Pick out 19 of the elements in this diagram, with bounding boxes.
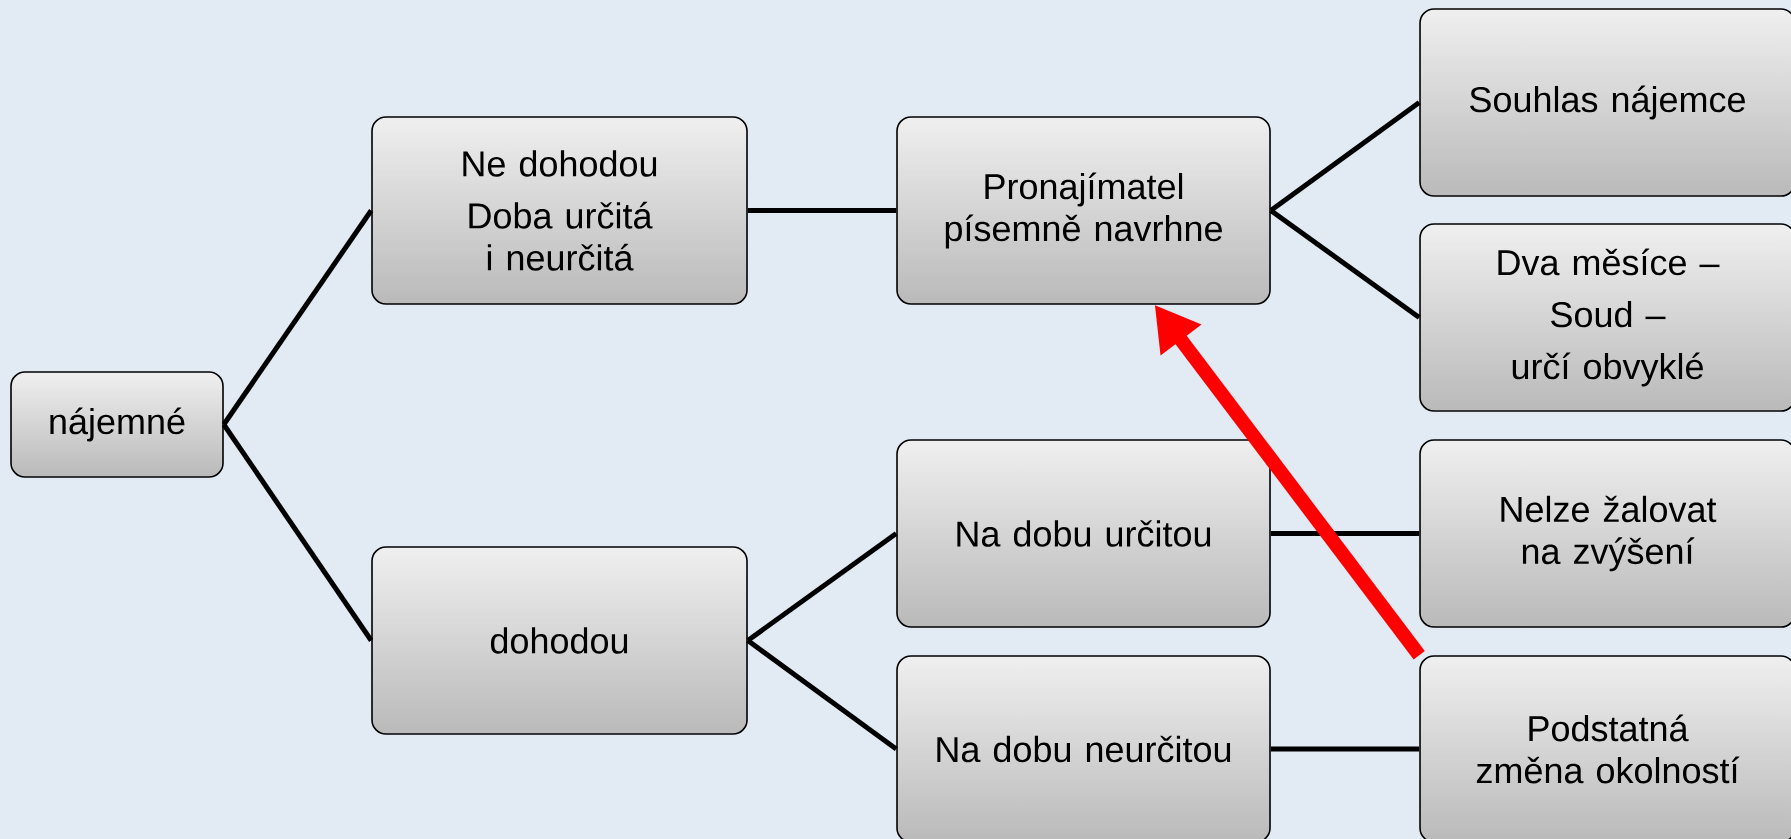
connector-line <box>1269 208 1421 320</box>
connector-line <box>747 208 897 213</box>
process-box: Na dobu neurčitou <box>896 655 1271 839</box>
process-box: Nelze žalovat na zvýšení <box>1419 439 1791 628</box>
process-box: Souhlas nájemce <box>1419 8 1791 197</box>
connector-line <box>221 423 374 642</box>
process-box: Pronajímatel písemně navrhne <box>896 116 1271 305</box>
process-box: Dva měsíce – Soud – určí obvyklé <box>1419 223 1791 412</box>
connector-line <box>746 531 898 643</box>
connector-line <box>1270 531 1420 536</box>
process-box: nájemné <box>10 371 224 478</box>
process-box: Ne dohodou Doba určitá i neurčitá <box>371 116 748 305</box>
connector-line <box>1270 746 1420 752</box>
process-box: dohodou <box>371 546 748 735</box>
process-box: Podstatná změna okolností <box>1419 655 1791 839</box>
connector-line <box>1269 100 1421 213</box>
connector-line <box>221 209 374 426</box>
connector-line <box>746 638 898 751</box>
process-box: Na dobu určitou <box>896 439 1271 628</box>
